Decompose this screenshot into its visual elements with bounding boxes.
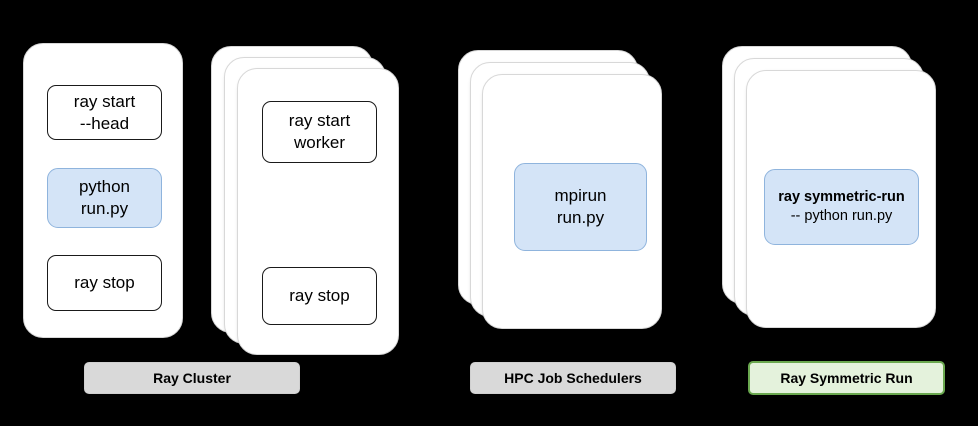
cmdbox-line1: ray stop	[74, 273, 135, 293]
cmdbox-line1: python	[78, 177, 131, 197]
cmdbox-line1: ray stop	[289, 286, 350, 306]
cmdbox-line1: ray start	[73, 91, 136, 111]
group-label-ray-cluster[interactable]: Ray Cluster	[84, 362, 300, 394]
cmdbox-line1: mpirun	[554, 186, 607, 206]
group-label-ray-symmetric-run[interactable]: Ray Symmetric Run	[748, 361, 945, 395]
group-label-text: HPC Job Schedulers	[504, 370, 642, 386]
cmdbox-line2: --head	[79, 113, 130, 133]
cmdbox-line2: -- python run.py	[790, 208, 893, 224]
cmdbox-ray-stop-head[interactable]: ray stop	[47, 255, 162, 311]
cmdbox-ray-symmetric-run[interactable]: ray symmetric-run -- python run.py	[764, 169, 919, 245]
group-label-text: Ray Symmetric Run	[780, 370, 913, 386]
cmdbox-line2: run.py	[556, 208, 605, 227]
cmdbox-ray-start-head[interactable]: ray start --head	[47, 85, 162, 140]
cmdbox-python-run-py[interactable]: python run.py	[47, 168, 162, 228]
cmdbox-ray-stop-worker[interactable]: ray stop	[262, 267, 377, 325]
cmdbox-line2: worker	[293, 133, 345, 152]
cmdbox-line2: run.py	[80, 199, 129, 218]
cmdbox-line1: ray symmetric-run	[778, 189, 905, 206]
cmdbox-mpirun-run-py[interactable]: mpirun run.py	[514, 163, 647, 251]
group-label-text: Ray Cluster	[153, 370, 231, 386]
cmdbox-line1: ray start	[288, 111, 351, 131]
group-label-hpc-job-schedulers[interactable]: HPC Job Schedulers	[470, 362, 676, 394]
cmdbox-ray-start-worker[interactable]: ray start worker	[262, 101, 377, 163]
